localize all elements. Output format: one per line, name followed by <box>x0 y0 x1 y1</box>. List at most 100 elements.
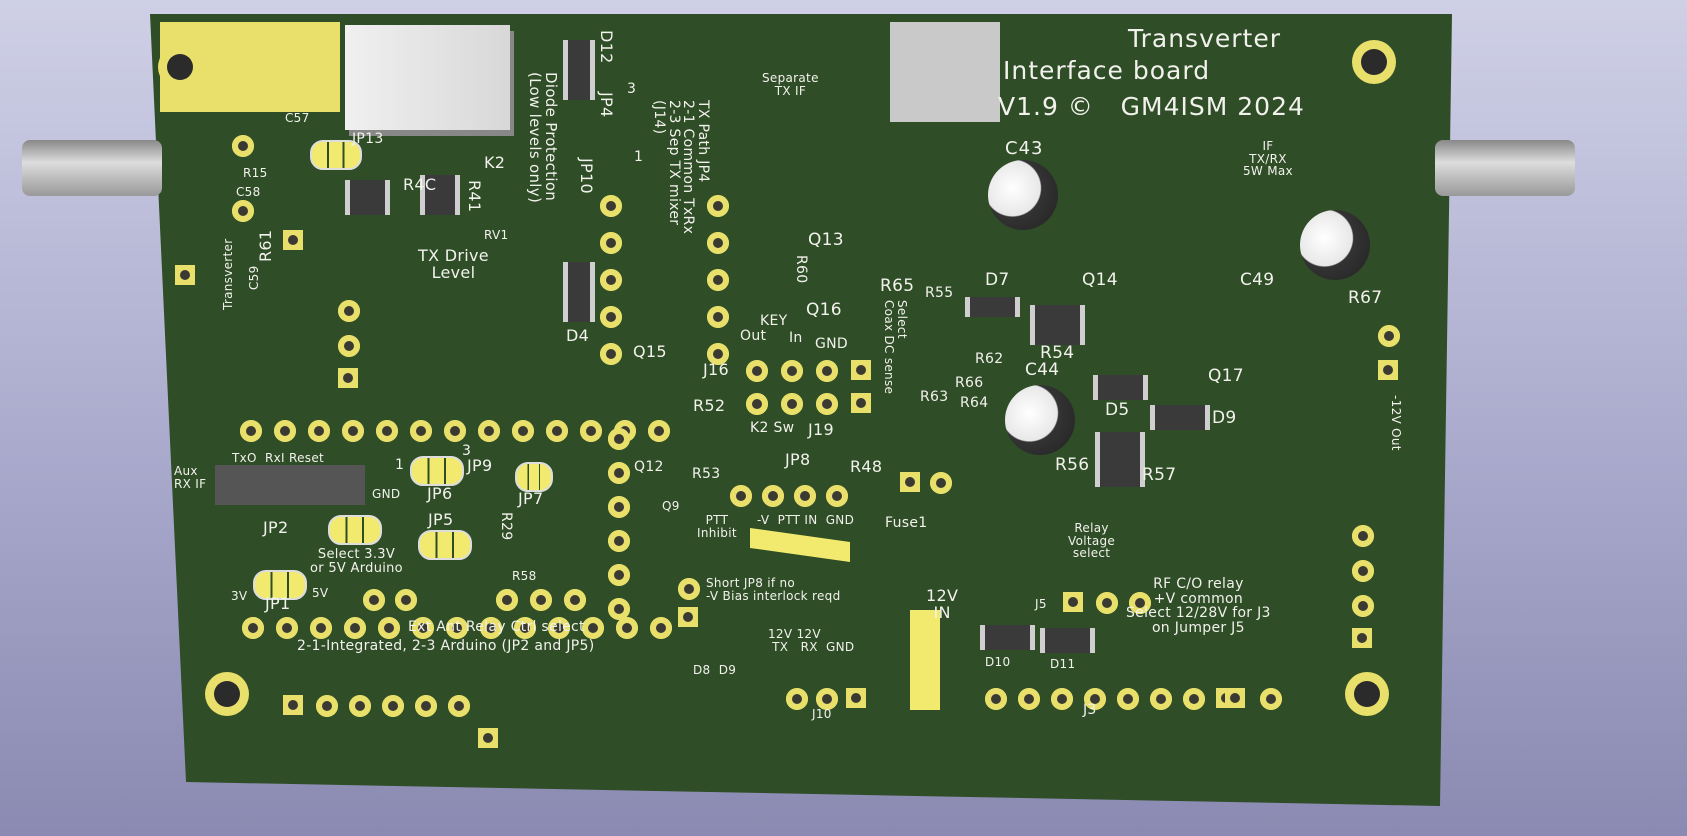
square-pad <box>678 607 698 627</box>
silk-label: D4 <box>566 326 590 345</box>
through-hole-pad <box>512 420 534 442</box>
through-hole-pad <box>564 589 586 611</box>
silk-label: C49 <box>1240 270 1275 290</box>
through-hole-pad <box>412 617 434 639</box>
silk-label: JP7 <box>518 489 544 508</box>
square-pad <box>1063 592 1083 612</box>
smd-component <box>1095 432 1145 487</box>
silk-label: K2 <box>484 153 506 172</box>
through-hole-pad <box>707 232 729 254</box>
mounting-hole <box>205 672 249 716</box>
silk-label: GND <box>815 336 849 352</box>
through-hole-pad <box>1150 688 1172 710</box>
silk-label: D7 <box>985 270 1010 290</box>
silk-label: C59 <box>247 265 261 290</box>
jumper-jp1[interactable] <box>253 570 307 600</box>
jumper-jp13[interactable] <box>310 140 362 170</box>
silk-label: R64 <box>960 395 989 411</box>
jumper-jp7[interactable] <box>515 462 553 492</box>
silk-label: 12V 12V TX RX GND <box>768 627 855 654</box>
through-hole-pad <box>376 420 398 442</box>
through-hole-pad <box>242 617 264 639</box>
through-hole-pad <box>707 306 729 328</box>
silk-label: Short JP8 if no -V Bias interlock reqd <box>706 576 841 603</box>
smd-component <box>1150 405 1210 430</box>
through-hole-pad <box>608 598 630 620</box>
through-hole-pad <box>395 589 417 611</box>
silk-label: Q9 <box>662 499 680 513</box>
through-hole-pad <box>707 195 729 217</box>
silk-label: D12 <box>597 30 616 64</box>
square-pad <box>1225 688 1245 708</box>
through-hole-pad <box>794 485 816 507</box>
through-hole-pad <box>446 617 468 639</box>
silk-label: C43 <box>1005 138 1044 159</box>
through-hole-pad <box>1051 688 1073 710</box>
through-hole-pad <box>707 343 729 365</box>
square-pad <box>851 393 871 413</box>
silk-label: JP10 <box>577 158 596 194</box>
silk-label: Q15 <box>633 342 667 361</box>
through-hole-pad <box>608 530 630 552</box>
silk-label: J10 <box>812 707 832 721</box>
through-hole-pad <box>816 360 838 382</box>
through-hole-pad <box>530 589 552 611</box>
jumper-jp6[interactable] <box>410 456 464 486</box>
diode-d10 <box>980 625 1035 650</box>
silk-label: R53 <box>692 466 721 482</box>
silk-label: JP4 <box>597 92 616 118</box>
through-hole-pad <box>707 269 729 291</box>
capacitor-c49 <box>1300 210 1370 280</box>
silk-label: D8 D9 <box>693 663 737 677</box>
capacitor-c43 <box>988 160 1058 230</box>
square-pad <box>851 360 871 380</box>
silk-label: C57 <box>285 111 310 125</box>
square-pad <box>338 368 358 388</box>
through-hole-pad <box>316 695 338 717</box>
silk-label: R4C <box>403 175 437 194</box>
through-hole-pad <box>546 420 568 442</box>
silk-label: JP13 <box>352 131 384 147</box>
board-title-2: Interface board <box>1003 56 1211 85</box>
through-hole-pad <box>232 135 254 157</box>
silk-label: Separate TX IF <box>762 71 819 98</box>
through-hole-pad <box>415 695 437 717</box>
silk-label: C44 <box>1025 360 1060 380</box>
through-hole-pad <box>478 420 500 442</box>
silk-label: R41 <box>465 180 484 213</box>
through-hole-pad <box>480 617 502 639</box>
silk-label: Select Coax DC sense <box>882 300 909 395</box>
silk-label: R67 <box>1348 288 1383 308</box>
through-hole-pad <box>648 420 670 442</box>
through-hole-pad <box>276 617 298 639</box>
silk-label: IF TX/RX 5W Max <box>1243 139 1293 179</box>
through-hole-pad <box>310 617 332 639</box>
through-hole-pad <box>781 360 803 382</box>
silk-label: Aux RX IF <box>174 464 207 491</box>
silk-label: R60 <box>793 255 809 284</box>
silk-label: R62 <box>975 351 1004 367</box>
silk-label: 12V IN <box>926 586 959 622</box>
through-hole-pad <box>600 343 622 365</box>
jumper-jp2[interactable] <box>328 515 382 545</box>
silk-label: TX Path JP4 2-1 Common TxRx 2-3 Sep TX m… <box>650 100 711 235</box>
silk-label: JP6 <box>427 484 453 503</box>
silk-label: D9 <box>1212 408 1237 428</box>
through-hole-pad <box>608 496 630 518</box>
header-aux <box>215 465 365 505</box>
square-pad <box>478 728 498 748</box>
through-hole-pad <box>746 360 768 382</box>
jumper-jp5[interactable] <box>418 530 472 560</box>
square-pad <box>175 265 195 285</box>
sma-connector-right <box>1435 140 1575 196</box>
through-hole-pad <box>232 200 254 222</box>
square-pad <box>1378 360 1398 380</box>
through-hole-pad <box>985 688 1007 710</box>
board-title-3: V1.9 © GM4ISM 2024 <box>998 92 1305 121</box>
through-hole-pad <box>1129 592 1151 614</box>
silk-label: Q13 <box>808 230 844 250</box>
silk-label: Q16 <box>806 300 842 320</box>
square-pad <box>846 688 866 708</box>
through-hole-pad <box>650 617 672 639</box>
